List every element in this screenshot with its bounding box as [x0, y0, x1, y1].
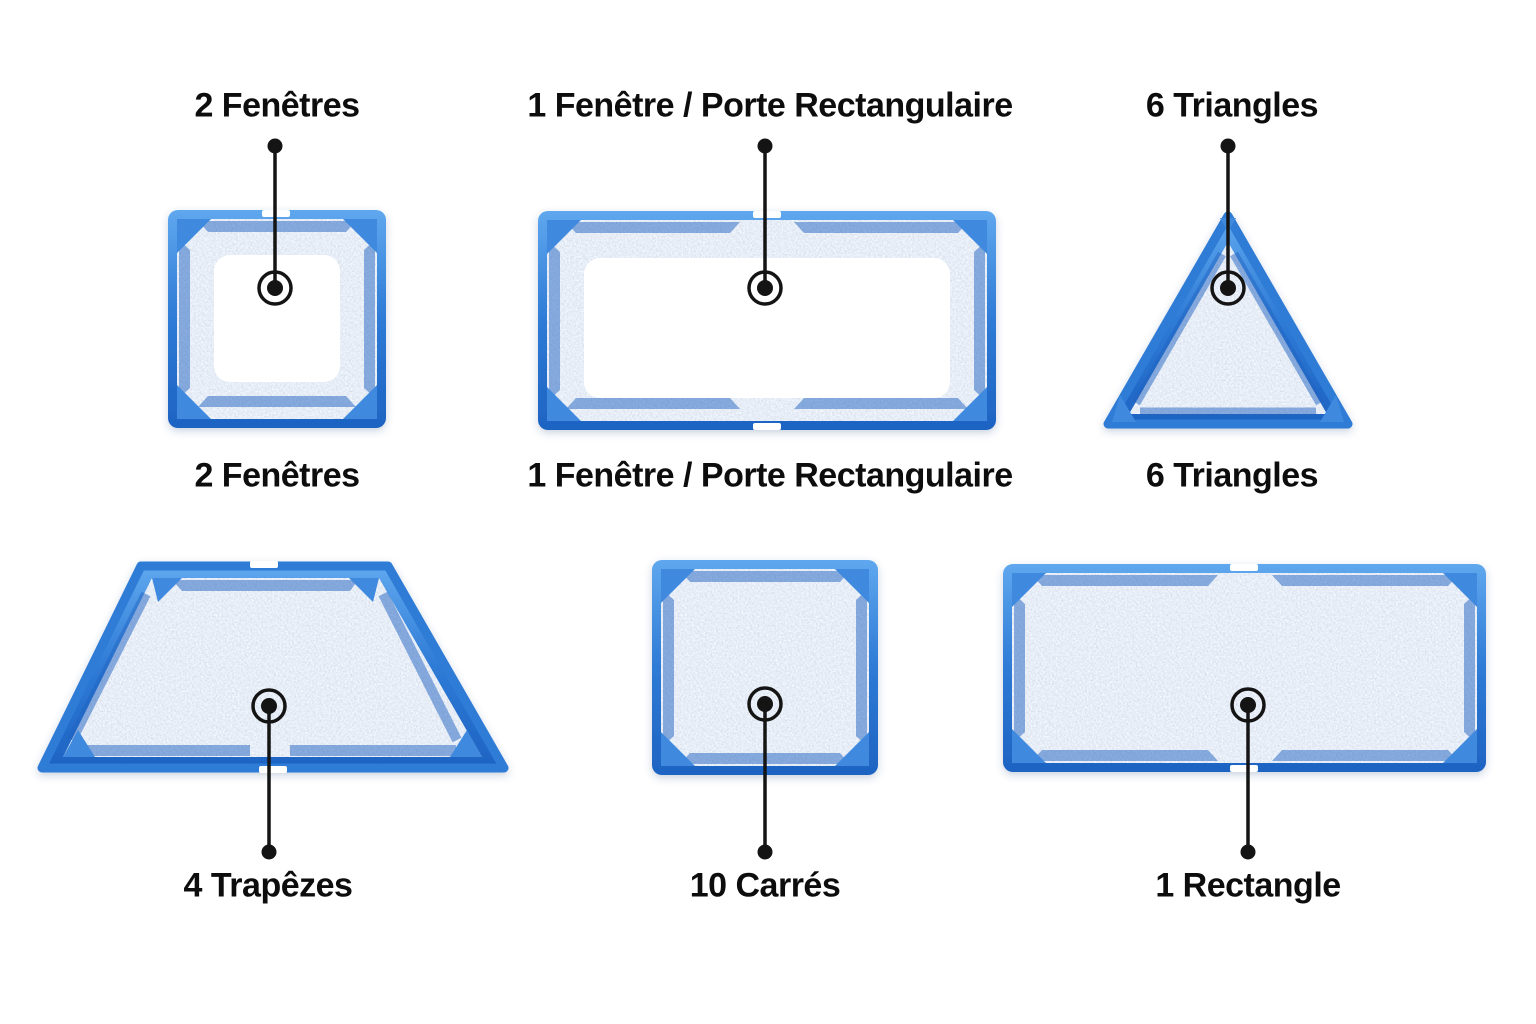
- tile-trapeze: [37, 561, 509, 773]
- tile-ridges: [67, 580, 462, 756]
- label-fenetres-bottom: 2 Fenêtres: [194, 456, 360, 495]
- tile-ridges: [1014, 575, 1475, 761]
- edge-notch: [1230, 765, 1258, 772]
- tile-rectangle: [1003, 564, 1486, 772]
- tile-surface: [661, 569, 869, 766]
- edge-notch: [753, 211, 781, 218]
- tile-ridges: [549, 222, 985, 409]
- tile-fenetre-porte-rectangulaire: [538, 211, 996, 430]
- tile-corner-caps: [1012, 573, 1477, 763]
- tile-corner-caps: [1112, 218, 1344, 422]
- label-carres: 10 Carrés: [689, 866, 841, 905]
- callout-targets: [251, 270, 1266, 724]
- edge-notch: [250, 561, 278, 568]
- tile-surface: [1012, 573, 1477, 763]
- tile-corner-caps: [547, 220, 987, 421]
- tile-carre: [652, 560, 878, 775]
- tile-triangle: [1103, 211, 1353, 429]
- tile-corner-caps: [661, 569, 869, 766]
- label-fenetre-porte-bottom: 1 Fenêtre / Porte Rectangulaire: [527, 456, 1013, 495]
- edge-notch: [753, 423, 781, 430]
- label-trapezes: 4 Trapêzes: [183, 866, 353, 905]
- label-fenetre-porte-top: 1 Fenêtre / Porte Rectangulaire: [527, 86, 1013, 125]
- edge-notch: [1230, 564, 1258, 571]
- label-rectangle: 1 Rectangle: [1155, 866, 1341, 905]
- tile-ridges: [179, 221, 375, 407]
- tile-corner-caps: [177, 219, 377, 419]
- tile-surface: [1129, 242, 1327, 414]
- window-cutout: [584, 258, 950, 398]
- label-triangles-bottom: 6 Triangles: [1145, 456, 1319, 495]
- tile-surface: [63, 578, 482, 757]
- tile-corner-caps: [63, 578, 482, 757]
- tile-ridges: [1132, 251, 1324, 417]
- window-cutout: [214, 255, 340, 382]
- callout-lines: [267, 150, 1250, 848]
- edge-notch: [259, 766, 287, 773]
- label-triangles-top: 6 Triangles: [1145, 86, 1319, 125]
- callout-dots: [261, 138, 1256, 860]
- tile-fenetre-carree: [168, 210, 386, 428]
- label-fenetres-top: 2 Fenêtres: [194, 86, 360, 125]
